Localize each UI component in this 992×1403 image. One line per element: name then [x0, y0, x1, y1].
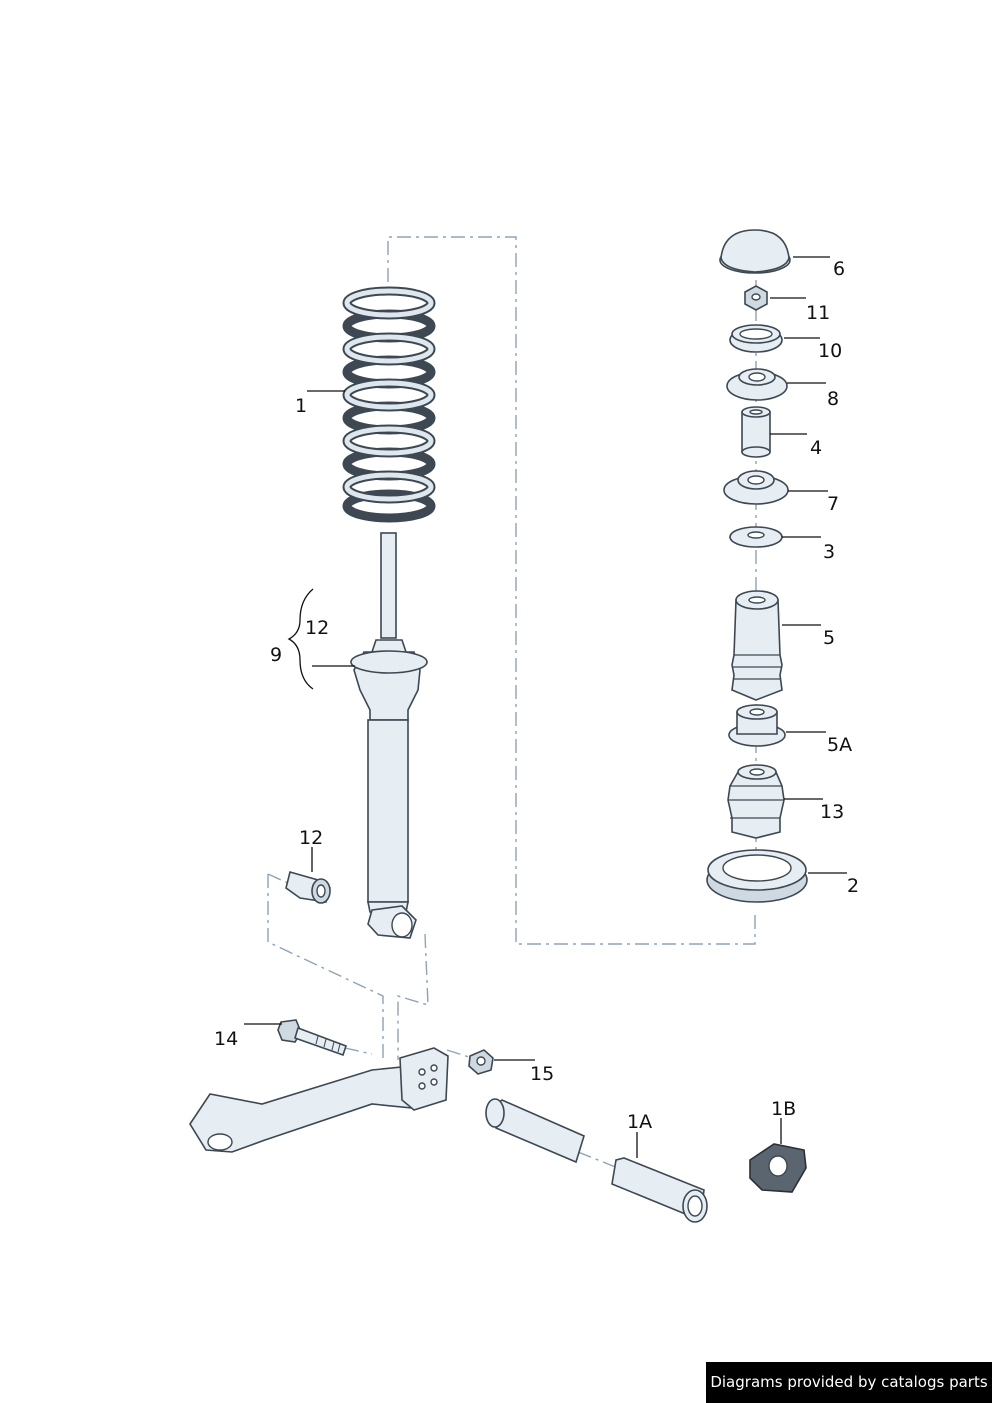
label-part-5: 5 — [823, 627, 835, 649]
label-part-7: 7 — [827, 493, 839, 515]
label-part-14: 14 — [214, 1028, 238, 1050]
label-part-4: 4 — [810, 437, 822, 459]
bump-stop-spacer — [728, 704, 786, 747]
label-part-15: 15 — [530, 1063, 554, 1085]
top-nut — [744, 285, 768, 311]
lower-mount — [723, 470, 789, 505]
label-part-5a: 5A — [827, 734, 852, 756]
upper-mount — [726, 368, 788, 401]
label-part-1: 1 — [295, 395, 307, 417]
label-part-9: 9 — [270, 644, 282, 666]
label-part-13: 13 — [820, 801, 844, 823]
coil-spring — [342, 286, 436, 523]
label-part-2: 2 — [847, 875, 859, 897]
bolt — [277, 1019, 348, 1057]
label-part-8: 8 — [827, 388, 839, 410]
label-part-11: 11 — [806, 302, 830, 324]
protective-boot — [727, 764, 785, 839]
assembly-lines — [267, 236, 757, 1169]
spring-seat — [706, 849, 808, 903]
nut — [468, 1049, 494, 1075]
label-part-12-upper: 12 — [305, 617, 329, 639]
label-part-3: 3 — [823, 541, 835, 563]
washer — [729, 526, 783, 548]
washer-cup — [729, 324, 783, 353]
dust-cap — [719, 229, 791, 274]
bump-stop — [731, 590, 783, 701]
bushing-lower — [285, 871, 331, 904]
attribution-footer: Diagrams provided by catalogs parts — [706, 1362, 992, 1403]
shock-absorber — [350, 532, 428, 939]
spacer-sleeve — [741, 406, 771, 458]
axle-bracket — [189, 1047, 449, 1153]
spring-sleeve — [485, 1098, 708, 1223]
part-labels: 1 12 9 12 14 15 1A 1B 6 11 10 8 4 7 3 5 … — [214, 258, 859, 1133]
leader-lines — [244, 256, 847, 1158]
label-part-6: 6 — [833, 258, 845, 280]
label-part-10: 10 — [818, 340, 842, 362]
label-part-12-lower: 12 — [299, 827, 323, 849]
label-part-1b: 1B — [771, 1098, 796, 1120]
label-part-1a: 1A — [627, 1111, 652, 1133]
mount-plate — [749, 1143, 807, 1193]
